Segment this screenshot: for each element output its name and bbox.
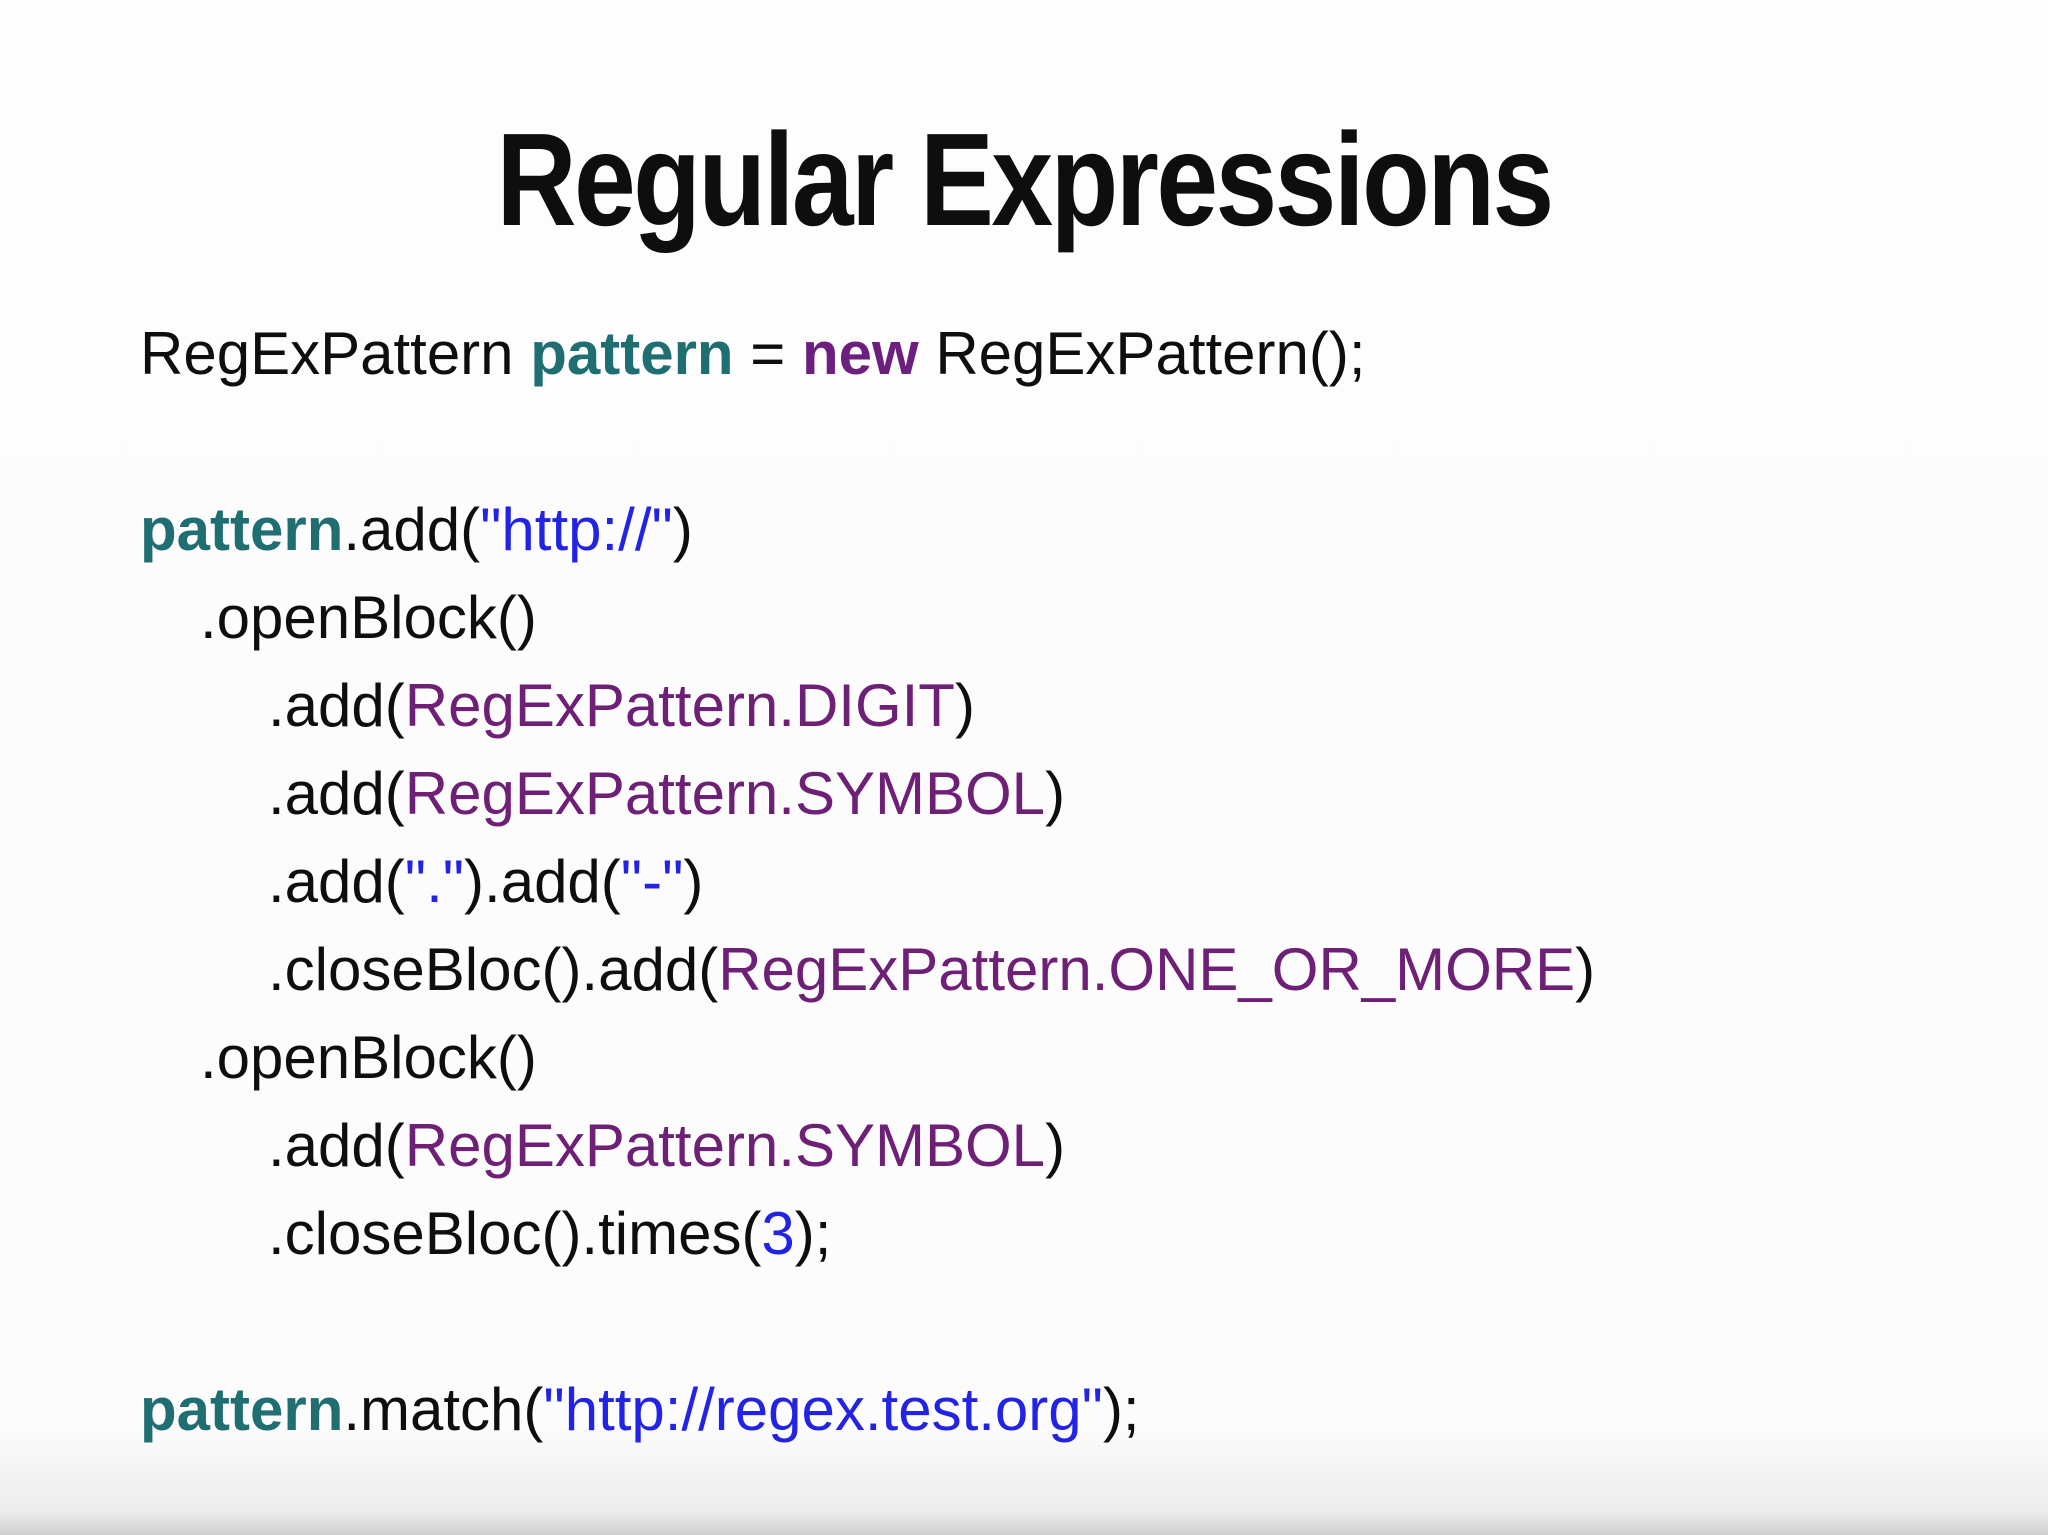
code-line: RegExPattern pattern = new RegExPattern(…: [140, 310, 1595, 398]
code-segment-constant: RegExPattern.ONE_OR_MORE: [718, 936, 1576, 1003]
code-segment-plain: ): [683, 848, 704, 915]
code-segment-plain: );: [794, 1200, 832, 1267]
code-line: pattern.add("http://"): [140, 486, 1595, 574]
code-segment-constant: RegExPattern.DIGIT: [404, 672, 955, 739]
code-segment-string: "http://regex.test.org": [543, 1376, 1103, 1443]
code-line: .openBlock(): [140, 1014, 1595, 1102]
code-line: pattern.match("http://regex.test.org");: [140, 1366, 1595, 1454]
code-line: .closeBloc().add(RegExPattern.ONE_OR_MOR…: [140, 926, 1595, 1014]
code-line: .closeBloc().times(3);: [140, 1190, 1595, 1278]
code-segment-plain: RegExPattern();: [918, 320, 1366, 387]
slide-title: Regular Expressions: [0, 104, 2048, 256]
code-segment-keyword: new: [801, 320, 919, 387]
code-segment-string: "http://": [480, 496, 673, 563]
code-segment-plain: .openBlock(): [200, 584, 537, 651]
code-segment-plain: .add(: [343, 496, 481, 563]
code-segment-plain: .add(: [268, 848, 405, 915]
code-segment-plain: ).add(: [464, 848, 621, 915]
code-segment-plain: .add(: [268, 1112, 405, 1179]
code-segment-plain: .closeBloc().add(: [268, 936, 719, 1003]
code-block: RegExPattern pattern = new RegExPattern(…: [140, 310, 1595, 1454]
code-segment-plain: .add(: [268, 760, 405, 827]
code-segment-constant: RegExPattern.SYMBOL: [404, 760, 1046, 827]
code-segment-string: ".": [404, 848, 465, 915]
code-segment-plain: =: [733, 320, 802, 387]
code-segment-plain: .add(: [268, 672, 405, 739]
code-line-blank: [140, 398, 1595, 486]
code-line: .add(RegExPattern.SYMBOL): [140, 1102, 1595, 1190]
code-segment-plain: RegExPattern: [140, 320, 531, 387]
code-segment-plain: ): [954, 672, 975, 739]
code-line-blank: [140, 1278, 1595, 1366]
code-segment-variable: pattern: [140, 496, 344, 563]
code-line: .openBlock(): [140, 574, 1595, 662]
code-segment-variable: pattern: [530, 320, 734, 387]
code-segment-plain: ): [672, 496, 693, 563]
code-line: .add(RegExPattern.SYMBOL): [140, 750, 1595, 838]
code-segment-variable: pattern: [140, 1376, 344, 1443]
slide-title-text: Regular Expressions: [496, 106, 1554, 253]
code-line: .add(".").add("-"): [140, 838, 1595, 926]
code-segment-number: 3: [761, 1200, 795, 1267]
code-line: .add(RegExPattern.DIGIT): [140, 662, 1595, 750]
code-segment-plain: );: [1102, 1376, 1140, 1443]
code-segment-plain: ): [1045, 1112, 1066, 1179]
code-segment-plain: .openBlock(): [200, 1024, 537, 1091]
code-segment-plain: .match(: [343, 1376, 544, 1443]
code-segment-string: "-": [620, 848, 684, 915]
code-segment-plain: ): [1045, 760, 1066, 827]
code-segment-plain: .closeBloc().times(: [268, 1200, 762, 1267]
code-segment-constant: RegExPattern.SYMBOL: [404, 1112, 1046, 1179]
code-segment-plain: ): [1575, 936, 1596, 1003]
